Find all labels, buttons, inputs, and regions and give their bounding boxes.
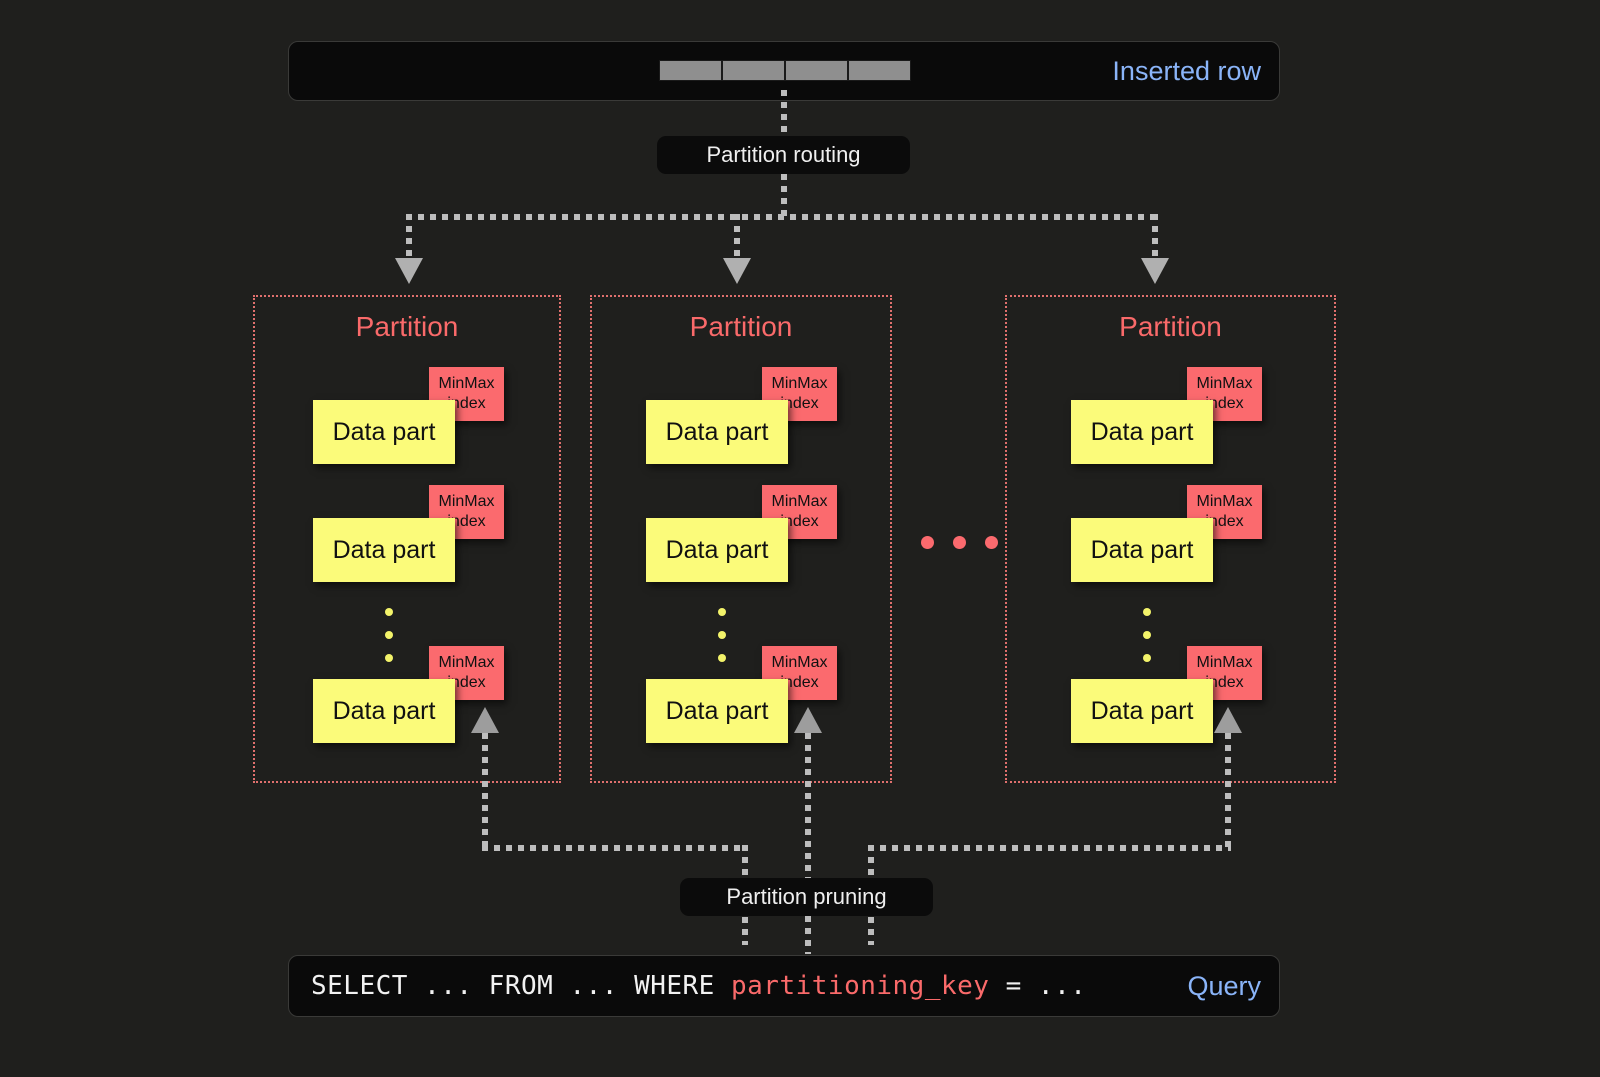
data-part-box[interactable]: Data part (313, 518, 455, 582)
connector-pruning-to-partition-2 (805, 733, 811, 881)
query-suffix: = ... (989, 971, 1087, 1001)
partition-title: Partition (1119, 311, 1222, 342)
row-cell (659, 60, 722, 81)
connector-bus-to-partition-1 (406, 214, 412, 262)
connector-bus-to-partition-2 (734, 214, 740, 262)
row-cell (785, 60, 848, 81)
connector-routing-bus (406, 214, 1158, 220)
query-text: SELECT ... FROM ... WHERE partitioning_k… (311, 971, 1086, 1001)
data-part-box[interactable]: Data part (646, 518, 788, 582)
connector-pruning-horizontal-left (482, 845, 748, 851)
data-part-box[interactable]: Data part (646, 400, 788, 464)
connector-routing-to-bus (781, 174, 787, 218)
arrow-up-partition-3 (1214, 707, 1242, 733)
data-part-box[interactable]: Data part (313, 679, 455, 743)
arrow-up-partition-1 (471, 707, 499, 733)
parts-vertical-ellipsis (385, 608, 393, 677)
data-part-box[interactable]: Data part (313, 400, 455, 464)
query-prefix: SELECT ... FROM ... WHERE (311, 971, 731, 1001)
partition-routing-box[interactable]: Partition routing (657, 136, 910, 174)
connector-pruning-to-partition-3 (1225, 733, 1231, 851)
connector-pruning-to-query (805, 916, 811, 954)
data-part-box[interactable]: Data part (1071, 518, 1213, 582)
arrow-down-partition-3 (1141, 258, 1169, 284)
partition-title: Partition (355, 311, 459, 342)
data-part-box[interactable]: Data part (1071, 400, 1213, 464)
partition-title: Partition (689, 311, 793, 342)
connector-pruning-horizontal-right (868, 845, 1231, 851)
arrow-down-partition-2 (723, 258, 751, 284)
inserted-row-label: Inserted row (1112, 56, 1261, 86)
arrow-down-partition-1 (395, 258, 423, 284)
row-cell (722, 60, 785, 81)
row-cell (848, 60, 911, 81)
data-part-box[interactable]: Data part (646, 679, 788, 743)
partition-pruning-box[interactable]: Partition pruning (680, 878, 933, 916)
parts-vertical-ellipsis (718, 608, 726, 677)
arrow-up-partition-2 (794, 707, 822, 733)
query-bar: SELECT ... FROM ... WHERE partitioning_k… (288, 955, 1280, 1017)
query-label: Query (1187, 971, 1261, 1001)
connector-row-to-routing (781, 90, 787, 138)
partitions-horizontal-ellipsis (921, 536, 998, 549)
connector-bus-to-partition-3 (1152, 214, 1158, 262)
connector-pruning-to-partition-1 (482, 733, 488, 851)
data-part-box[interactable]: Data part (1071, 679, 1213, 743)
query-partitioning-key: partitioning_key (731, 971, 990, 1001)
inserted-row-cells (659, 60, 911, 81)
parts-vertical-ellipsis (1143, 608, 1151, 677)
